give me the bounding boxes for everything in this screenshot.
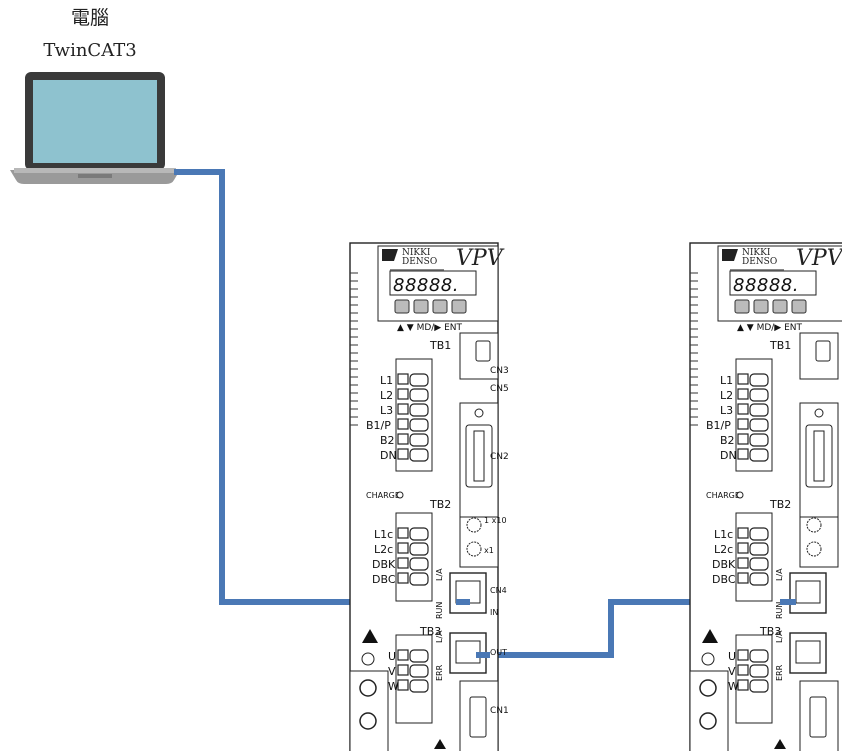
brand-denso-2: DENSO	[742, 257, 777, 267]
la-label-out: L/A	[435, 630, 444, 643]
tb3-term-u-2: U	[728, 650, 736, 663]
tb1-term-b2-2: B2	[720, 434, 735, 447]
tb2-term-l1c: L1c	[374, 528, 393, 541]
tb1-term-l1: L1	[380, 374, 393, 387]
charge-lamp	[397, 492, 403, 498]
pc-title: 電腦	[71, 7, 109, 29]
ground-icon-2	[702, 653, 714, 665]
run-label: RUN	[435, 602, 444, 619]
la-label-out-2: L/A	[775, 630, 784, 643]
err-label: ERR	[435, 664, 444, 681]
tb1-term-l1-2: L1	[720, 374, 733, 387]
led-display-2: 88888.	[733, 275, 799, 296]
tb1-term-b1p: B1/P	[366, 419, 391, 432]
ground-icon	[362, 653, 374, 665]
tb2-term-dbc: DBC	[372, 573, 396, 586]
tb2-label: TB2	[429, 498, 451, 511]
tb3-term-v: V	[388, 665, 396, 678]
tb1-term-dn-2: DN	[720, 449, 737, 462]
pc-subtitle: TwinCAT3	[43, 40, 136, 61]
model-vpv-2: VPV	[796, 246, 842, 271]
tb1-term-dn: DN	[380, 449, 397, 462]
tb1-label: TB1	[429, 339, 451, 352]
out-label: OUT	[490, 648, 507, 657]
la-label-in: L/A	[435, 568, 444, 581]
charge-label: CHARGE	[366, 491, 400, 500]
tb2-term-dbc-2: DBC	[712, 573, 736, 586]
brand-denso: DENSO	[402, 257, 437, 267]
tb1-term-l3: L3	[380, 404, 393, 417]
tb1-term-l2-2: L2	[720, 389, 733, 402]
servo-driver-1: NIKKI DENSO VPV 88888. ▲ ▼ MD/▶ ENT TB1 …	[350, 243, 509, 751]
cn2-label: CN2	[490, 452, 509, 462]
cn4-label: CN4	[490, 586, 507, 595]
cn1-label: CN1	[490, 706, 509, 716]
tb2-term-l2c: L2c	[374, 543, 393, 556]
keys-label: ▲ ▼ MD/▶ ENT	[397, 323, 462, 333]
tb3-term-v-2: V	[728, 665, 736, 678]
charge-label-2: CHARGE	[706, 491, 740, 500]
la-label-in-2: L/A	[775, 568, 784, 581]
laptop-icon	[10, 72, 180, 184]
tb3-term-u: U	[388, 650, 396, 663]
tb1-term-b2: B2	[380, 434, 395, 447]
in-label: IN	[490, 608, 498, 617]
tb3-term-w-2: W	[728, 680, 739, 693]
tb2-term-dbk: DBK	[372, 558, 396, 571]
screw-1	[360, 680, 376, 696]
tb2-term-l2c-2: L2c	[714, 543, 733, 556]
servo-driver-2: NIKKI DENSO VPV 88888. ▲ ▼ MD/▶ ENT TB1 …	[690, 243, 842, 751]
led-display: 88888.	[393, 275, 459, 296]
tb2-term-l1c-2: L1c	[714, 528, 733, 541]
tb1-term-b1p-2: B1/P	[706, 419, 731, 432]
err-label-2: ERR	[775, 664, 784, 681]
cn3-label: CN3	[490, 366, 509, 376]
rotary-switch-x1-label: x1	[484, 546, 494, 555]
model-vpv: VPV	[456, 246, 505, 271]
rotary-switch-x10-label: 1 x10	[484, 516, 507, 525]
tb1-label-2: TB1	[769, 339, 791, 352]
keys-label-2: ▲ ▼ MD/▶ ENT	[737, 323, 802, 333]
screw-2	[360, 713, 376, 729]
tb2-label-2: TB2	[769, 498, 791, 511]
tb1-term-l3-2: L3	[720, 404, 733, 417]
tb2-term-dbk-2: DBK	[712, 558, 736, 571]
tb1-term-l2: L2	[380, 389, 393, 402]
tb3-term-w: W	[388, 680, 399, 693]
cn5-label: CN5	[490, 384, 509, 394]
